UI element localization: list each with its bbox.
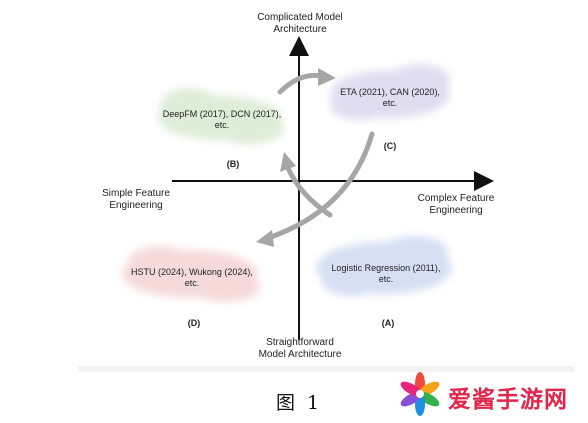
cloud-d (122, 246, 260, 302)
quadrant-a-text-2: etc. (379, 274, 394, 284)
axis-right-label-2: Engineering (429, 205, 482, 216)
quadrant-a-text-1: Logistic Regression (2011), (332, 263, 441, 273)
arrow-c-to-d (265, 131, 375, 241)
axis-left-label-2: Engineering (109, 200, 162, 211)
quadrant-d-text-1: HSTU (2024), Wukong (2024), (131, 267, 253, 277)
axis-top-label-2: Architecture (273, 24, 327, 35)
arrow-head-c-to-d (256, 230, 274, 247)
site-watermark: 爱酱手游网 (396, 372, 586, 416)
arrow-head-a-to-b (280, 152, 296, 172)
arrow-a-to-b (285, 165, 333, 218)
quadrant-b-text-1: DeepFM (2017), DCN (2017), (163, 109, 282, 119)
quadrant-a-marker: (A) (382, 318, 395, 328)
cloud-c (330, 64, 450, 120)
bottom-band (78, 366, 574, 372)
transition-arrows (256, 68, 375, 247)
axis-bottom-label-2: Model Architecture (259, 349, 342, 360)
quadrant-c-text-1: ETA (2021), CAN (2020), (340, 87, 440, 97)
axis-top-label-1: Complicated Model (257, 12, 343, 23)
watermark-logo-icon (400, 372, 440, 416)
arrow-b-to-c (277, 72, 325, 95)
quadrant-d-text-2: etc. (185, 278, 200, 288)
quadrant-b-marker: (B) (227, 159, 240, 169)
axis-left-label-1: Simple Feature (102, 188, 170, 199)
quadrant-b-text-2: etc. (215, 120, 230, 130)
figure-caption: 图 1 (276, 392, 323, 414)
axis-right-label-1: Complex Feature (418, 193, 495, 204)
quadrant-c-text-2: etc. (383, 98, 398, 108)
cloud-b (158, 88, 284, 144)
watermark-text: 爱酱手游网 (448, 387, 568, 413)
arrow-head-b-to-c (318, 68, 336, 86)
cloud-a (316, 236, 452, 296)
axis-bottom-label-1: Straightforward (266, 337, 334, 348)
quadrant-c-marker: (C) (384, 141, 397, 151)
quadrant-d-marker: (D) (188, 318, 201, 328)
